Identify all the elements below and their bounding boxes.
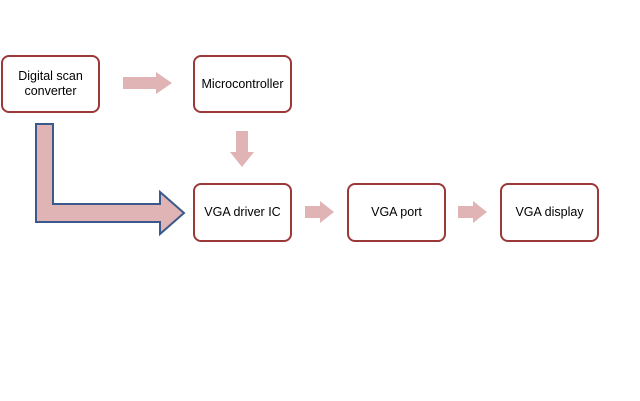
node-digital-scan-converter-label-line1: Digital scan (18, 69, 83, 83)
node-vga-display-label: VGA display (515, 205, 584, 219)
node-digital-scan-converter-label-line2: converter (24, 84, 76, 98)
node-vga-port-label: VGA port (371, 205, 422, 219)
node-vga-port: VGA port (347, 183, 446, 242)
node-microcontroller-label: Microcontroller (202, 77, 284, 91)
arrow-converter-to-microcontroller (123, 72, 172, 94)
arrow-microcontroller-to-vga-driver (230, 131, 254, 167)
node-vga-display: VGA display (500, 183, 599, 242)
arrow-vga-driver-to-vga-port (305, 201, 334, 223)
node-digital-scan-converter: Digital scan converter (1, 55, 100, 113)
arrow-vga-port-to-vga-display (458, 201, 487, 223)
node-vga-driver-ic-label: VGA driver IC (204, 205, 280, 219)
node-microcontroller: Microcontroller (193, 55, 292, 113)
node-vga-driver-ic: VGA driver IC (193, 183, 292, 242)
arrow-converter-to-vga-driver (35, 123, 186, 237)
